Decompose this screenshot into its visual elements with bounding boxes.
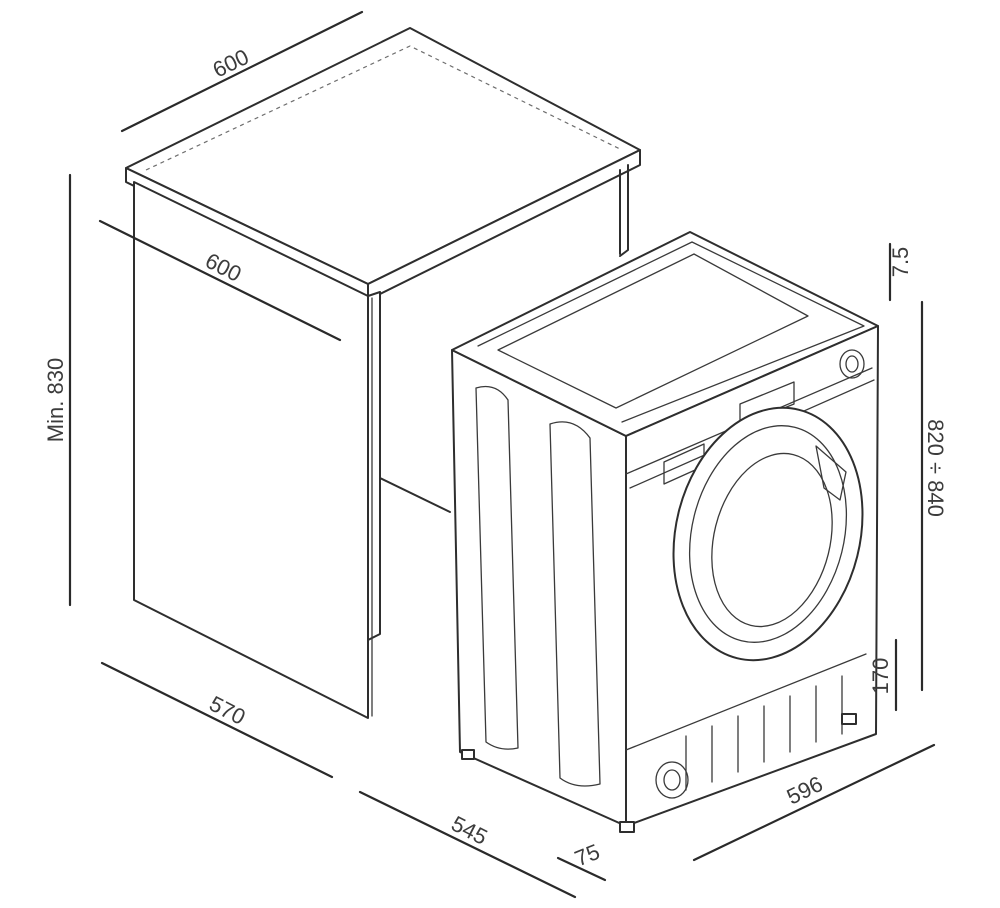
label-machine-height-range: 820 ÷ 840 — [923, 419, 948, 517]
machine-side-panel-1 — [475, 385, 519, 750]
washing-machine — [451, 231, 879, 833]
dim-line-cabinet-base-depth — [100, 661, 334, 779]
control-knob — [839, 349, 865, 379]
label-machine-depth: 545 — [447, 811, 491, 850]
label-machine-width: 596 — [783, 771, 827, 810]
plinth-top-edge — [625, 653, 867, 751]
machine-side-panel-2 — [549, 421, 601, 787]
dim-line-door-protrusion — [556, 856, 607, 882]
plinth-slats — [685, 675, 843, 791]
door-ring — [688, 425, 848, 643]
label-plinth-height: 170 — [868, 658, 893, 695]
cabinet — [125, 27, 641, 719]
foot-front-right — [841, 713, 857, 725]
dim-line-cabinet-depth — [98, 219, 342, 342]
foot-rear-left — [461, 749, 475, 760]
dim-line-machine-width — [692, 743, 936, 862]
label-top-clearance: 7.5 — [888, 247, 913, 278]
cabinet-panel-edge — [367, 291, 381, 641]
door-outer — [672, 406, 864, 662]
worktop-dashed-edge — [145, 45, 623, 171]
machine-top-rim — [477, 241, 865, 423]
drain-filter-cover — [655, 761, 689, 799]
dim-line-cabinet-top-width — [120, 10, 364, 133]
dimension-lines — [68, 10, 936, 899]
door-glass — [711, 452, 833, 628]
drain-filter-knob — [663, 769, 681, 791]
control-knob-inner — [845, 355, 859, 373]
label-cabinet-base-depth: 570 — [205, 691, 249, 730]
label-cabinet-top-width: 600 — [209, 44, 253, 83]
cabinet-back-edge — [619, 164, 629, 257]
machine-top-lid — [497, 253, 809, 409]
dim-line-machine-depth — [358, 790, 577, 899]
cabinet-right-panel — [379, 299, 451, 513]
door-handle — [815, 445, 847, 501]
label-min-height: Min. 830 — [43, 358, 68, 442]
cabinet-left-panel — [133, 181, 369, 719]
worktop-right-edge — [367, 149, 641, 301]
foot-front-left — [619, 821, 635, 833]
display-panel — [739, 381, 795, 427]
